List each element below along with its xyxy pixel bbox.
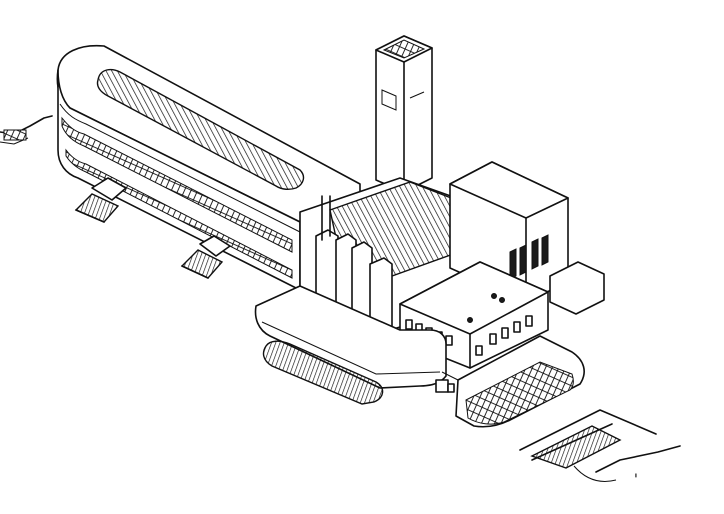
wing-window-band	[465, 361, 574, 425]
entrance-canopy-1	[74, 177, 127, 223]
ground-line-right	[519, 409, 681, 482]
window-band-upper	[61, 116, 293, 253]
corner-mark: '	[634, 472, 638, 488]
entrance-canopy-2	[180, 235, 231, 279]
tall-windows	[509, 234, 549, 280]
window-band-lower	[65, 148, 293, 279]
rounded-wing	[435, 335, 585, 428]
podium-underside	[262, 340, 384, 405]
ground-line-left	[0, 115, 53, 145]
tower	[375, 35, 433, 193]
roof-skylight	[96, 68, 305, 191]
